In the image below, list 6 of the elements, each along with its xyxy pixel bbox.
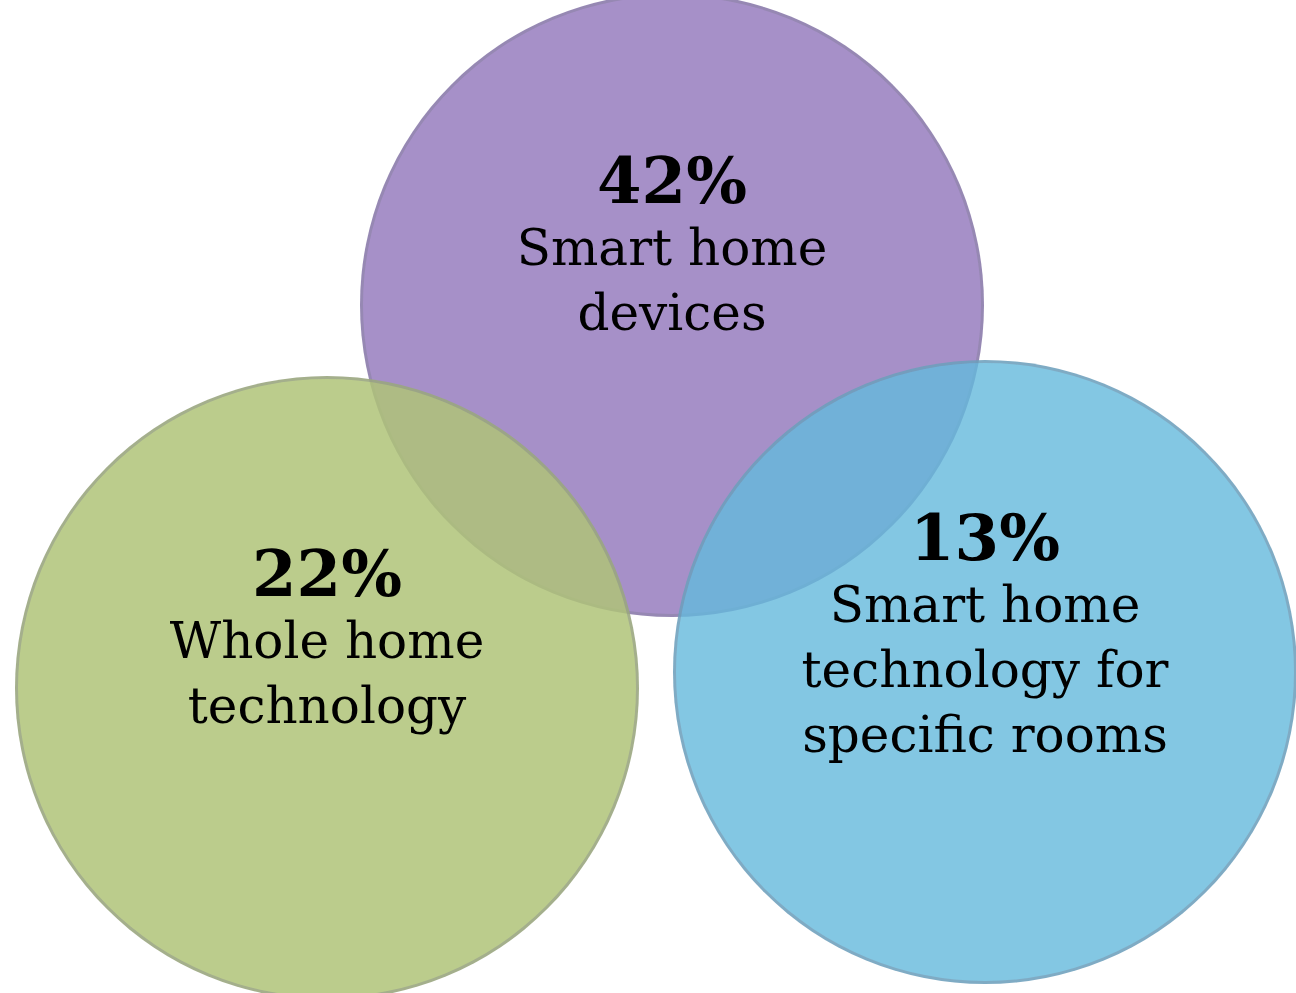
- category-label: Whole home technology: [168, 611, 486, 738]
- percentage-value: 42%: [597, 146, 747, 217]
- category-label: Smart home devices: [515, 218, 829, 345]
- percentage-value: 22%: [252, 539, 402, 610]
- category-label: Smart home technology for specific rooms: [800, 575, 1170, 767]
- percentage-value: 13%: [910, 503, 1060, 574]
